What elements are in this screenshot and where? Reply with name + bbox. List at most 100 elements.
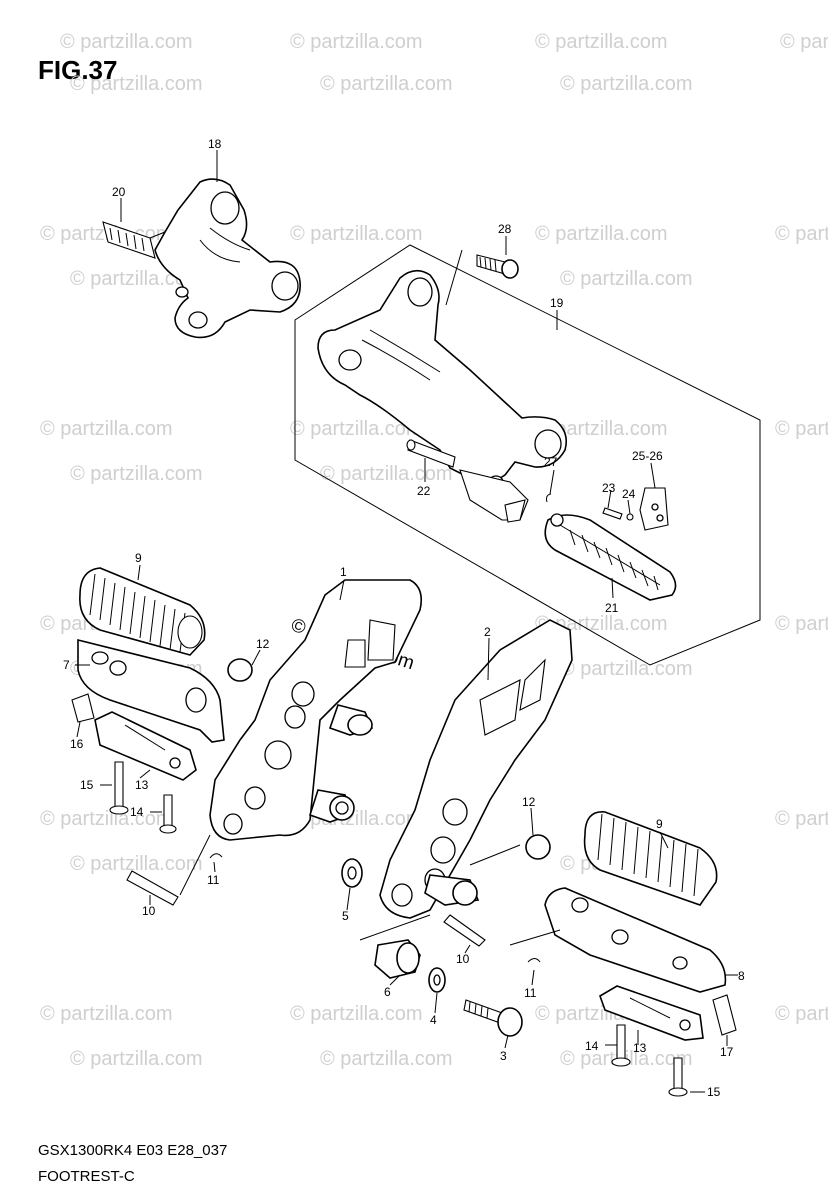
watermark: © partzilla.com <box>70 853 203 875</box>
footpeg-21 <box>544 513 677 601</box>
damper-6 <box>374 939 421 979</box>
left-plate-13 <box>94 711 197 781</box>
callout-8: 8 <box>738 969 745 983</box>
callout-labels: 18 20 28 19 22 27 23 24 25-26 21 9 1 2 1… <box>63 137 745 1099</box>
clip-11-right <box>527 958 541 963</box>
callout-25-26: 25-26 <box>632 449 663 463</box>
watermark: © partzilla.com <box>290 418 423 440</box>
left-footpeg-9 <box>79 567 206 656</box>
watermark: © partzilla.com <box>320 463 453 485</box>
callout-7: 7 <box>63 658 70 672</box>
watermark: © partzilla.com <box>40 418 173 440</box>
watermark: © partzilla.com <box>70 268 203 290</box>
watermark: © partzilla.com <box>70 1048 203 1070</box>
callout-3: 3 <box>500 1049 507 1063</box>
callout-19: 19 <box>550 296 564 310</box>
watermark: © partzilla.com <box>560 73 693 95</box>
callout-15-right: 15 <box>707 1085 721 1099</box>
callout-15-left: 15 <box>80 778 94 792</box>
pin-10-left <box>126 870 179 906</box>
clip-11-left <box>209 853 223 859</box>
leader-lines <box>75 150 738 1093</box>
callout-18: 18 <box>208 137 222 151</box>
callout-13-left: 13 <box>135 778 149 792</box>
callout-17: 17 <box>720 1045 734 1059</box>
watermark: © partzilla.com <box>290 223 423 245</box>
callout-10-right: 10 <box>456 952 470 966</box>
watermark: © partzilla.com <box>775 808 828 830</box>
watermark: © partzilla.com <box>535 418 668 440</box>
watermark: © partzilla.com <box>40 808 173 830</box>
bolts-right <box>611 1024 688 1097</box>
callout-9-right: 9 <box>656 817 663 831</box>
callout-11-left: 11 <box>207 873 220 887</box>
collar-12-right <box>525 834 551 860</box>
callout-16: 16 <box>70 737 84 751</box>
callout-9-left: 9 <box>135 551 142 565</box>
assembly-lines <box>359 844 561 946</box>
bushing-16 <box>71 693 95 723</box>
watermark: © partzilla.com <box>535 31 668 53</box>
watermark: © partzilla.com <box>775 223 828 245</box>
callout-22: 22 <box>417 484 431 498</box>
callout-12-right: 12 <box>522 795 536 809</box>
watermark: © partzilla.com <box>780 31 828 53</box>
watermark: © partzilla.com <box>775 418 828 440</box>
watermark: © partzilla.com <box>535 223 668 245</box>
callout-11-right: 11 <box>524 986 537 1000</box>
watermark: © partzilla.com <box>290 31 423 53</box>
leader <box>179 834 211 896</box>
callout-21: 21 <box>605 601 619 615</box>
watermark: © partzilla.com <box>560 658 693 680</box>
callout-13-right: 13 <box>633 1041 647 1055</box>
right-bracket-2 <box>379 619 573 919</box>
exploded-view-outline <box>294 244 761 666</box>
bolt-28 <box>445 249 519 306</box>
watermark: © partzilla.com <box>560 268 693 290</box>
callout-23: 23 <box>602 481 616 495</box>
right-plate-13 <box>599 985 704 1041</box>
bolts-left <box>109 761 177 834</box>
callout-4: 4 <box>430 1013 437 1027</box>
callout-27: 27 <box>544 455 558 469</box>
pin-22 <box>406 439 456 468</box>
callout-12-left: 12 <box>256 637 270 651</box>
watermark: © partzilla.com <box>290 1003 423 1025</box>
bolt-3 <box>463 999 523 1037</box>
small-parts-group <box>546 487 669 531</box>
callout-24: 24 <box>622 487 636 501</box>
left-bracket-1 <box>209 579 423 841</box>
callout-20: 20 <box>112 185 126 199</box>
pin-10-right <box>443 914 486 947</box>
watermark-layer: © partzilla.com © partzilla.com © partzi… <box>40 31 828 1070</box>
callout-5: 5 <box>342 909 349 923</box>
figure-title: FIG.37 <box>38 55 118 85</box>
watermark: © partzilla.com <box>60 31 193 53</box>
callout-6: 6 <box>384 985 391 999</box>
model-code: GSX1300RK4 E03 E28_037 <box>38 1142 228 1159</box>
callout-2: 2 <box>484 625 491 639</box>
right-footpeg-9 <box>583 811 718 906</box>
watermark: © partzilla.com <box>40 1003 173 1025</box>
right-footrest-8 <box>544 887 727 993</box>
rear-bracket-19 <box>317 269 568 523</box>
watermark: © partzilla.com <box>70 463 203 485</box>
watermark: © partzilla.com <box>70 73 203 95</box>
left-footrest-7 <box>77 638 225 743</box>
watermark: © partzilla.com <box>775 613 828 635</box>
washer-4-hole <box>433 974 441 986</box>
callout-10-left: 10 <box>142 904 156 918</box>
watermark: © partzilla.com <box>775 1003 828 1025</box>
section-name: FOOTREST-C <box>38 1168 135 1185</box>
watermark: © partzilla.com <box>320 1048 453 1070</box>
collar-12-left <box>227 658 253 682</box>
bushing-17 <box>712 994 737 1036</box>
rear-footrest-bracket-assembly <box>102 178 301 339</box>
callout-14-right: 14 <box>585 1039 599 1053</box>
callout-28: 28 <box>498 222 512 236</box>
callout-1: 1 <box>340 565 347 579</box>
watermark: © partzilla.com <box>320 73 453 95</box>
washer-5-hole <box>347 866 357 880</box>
callout-14-left: 14 <box>130 805 144 819</box>
